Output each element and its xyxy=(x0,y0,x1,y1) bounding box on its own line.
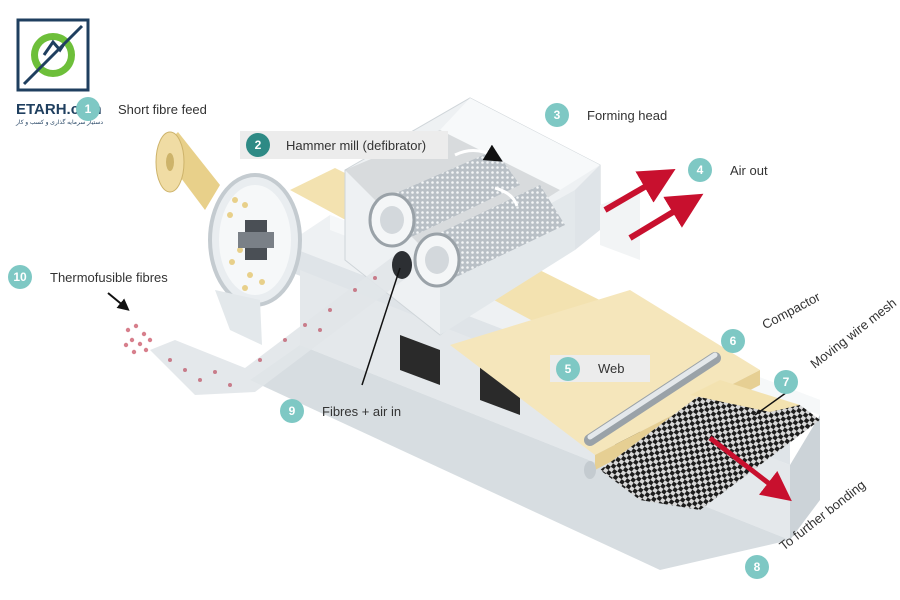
step-badge: 8 xyxy=(745,555,769,579)
thermofusible-particles xyxy=(123,323,153,355)
callout-label: Thermofusible fibres xyxy=(50,269,168,285)
thermofusible-pointer xyxy=(107,292,130,311)
step-badge: 5 xyxy=(556,356,580,381)
feed-tube xyxy=(150,251,412,395)
callout-compactor-badge: 6 xyxy=(721,329,745,353)
callout-fibres-air-in: 9 Fibres + air in xyxy=(280,399,401,423)
callout-short-fibre-feed: 1 Short fibre feed xyxy=(76,97,207,121)
callout-hammer-mill: 2 Hammer mill (defibrator) xyxy=(240,131,448,159)
wire-mesh-pointer xyxy=(754,389,791,416)
output-arrow xyxy=(708,436,792,502)
callout-web: 5 Web xyxy=(550,355,650,382)
callout-wire-mesh-badge: 7 xyxy=(774,370,798,394)
step-badge: 9 xyxy=(280,399,304,423)
callout-label: Web xyxy=(598,361,625,376)
air-out-arrows xyxy=(603,168,704,241)
callout-label: Short fibre feed xyxy=(118,101,207,117)
logo-tagline: دستیار سرمایه گذاری و کسب و کار xyxy=(16,120,104,126)
step-badge: 7 xyxy=(774,370,798,394)
step-badge: 10 xyxy=(8,265,32,289)
callout-thermofusible: 10 Thermofusible fibres xyxy=(8,265,168,289)
callout-label: Air out xyxy=(730,162,768,178)
perforated-drums xyxy=(368,144,565,288)
wire-mesh xyxy=(600,380,820,510)
step-badge: 4 xyxy=(688,158,712,182)
step-badge: 1 xyxy=(76,97,100,121)
step-badge: 2 xyxy=(246,133,270,157)
compactor-roller xyxy=(584,352,721,479)
step-badge: 6 xyxy=(721,329,745,353)
gear-plant-logo-icon xyxy=(16,18,90,92)
hammer-mill xyxy=(208,173,302,345)
callout-label: Fibres + air in xyxy=(322,403,402,419)
callout-label: Hammer mill (defibrator) xyxy=(286,137,427,153)
callout-label: Forming head xyxy=(587,107,668,123)
fibres-air-pointer xyxy=(361,267,401,386)
fibre-bale xyxy=(155,131,220,210)
callout-air-out: 4 Air out xyxy=(688,158,768,182)
callout-further-bonding-badge: 8 xyxy=(745,555,769,579)
etarh-logo: ETARH.com دستیار سرمایه گذاری و کسب و کا… xyxy=(16,18,104,126)
callout-forming-head: 3 Forming head xyxy=(545,103,667,127)
step-badge: 3 xyxy=(545,103,569,127)
